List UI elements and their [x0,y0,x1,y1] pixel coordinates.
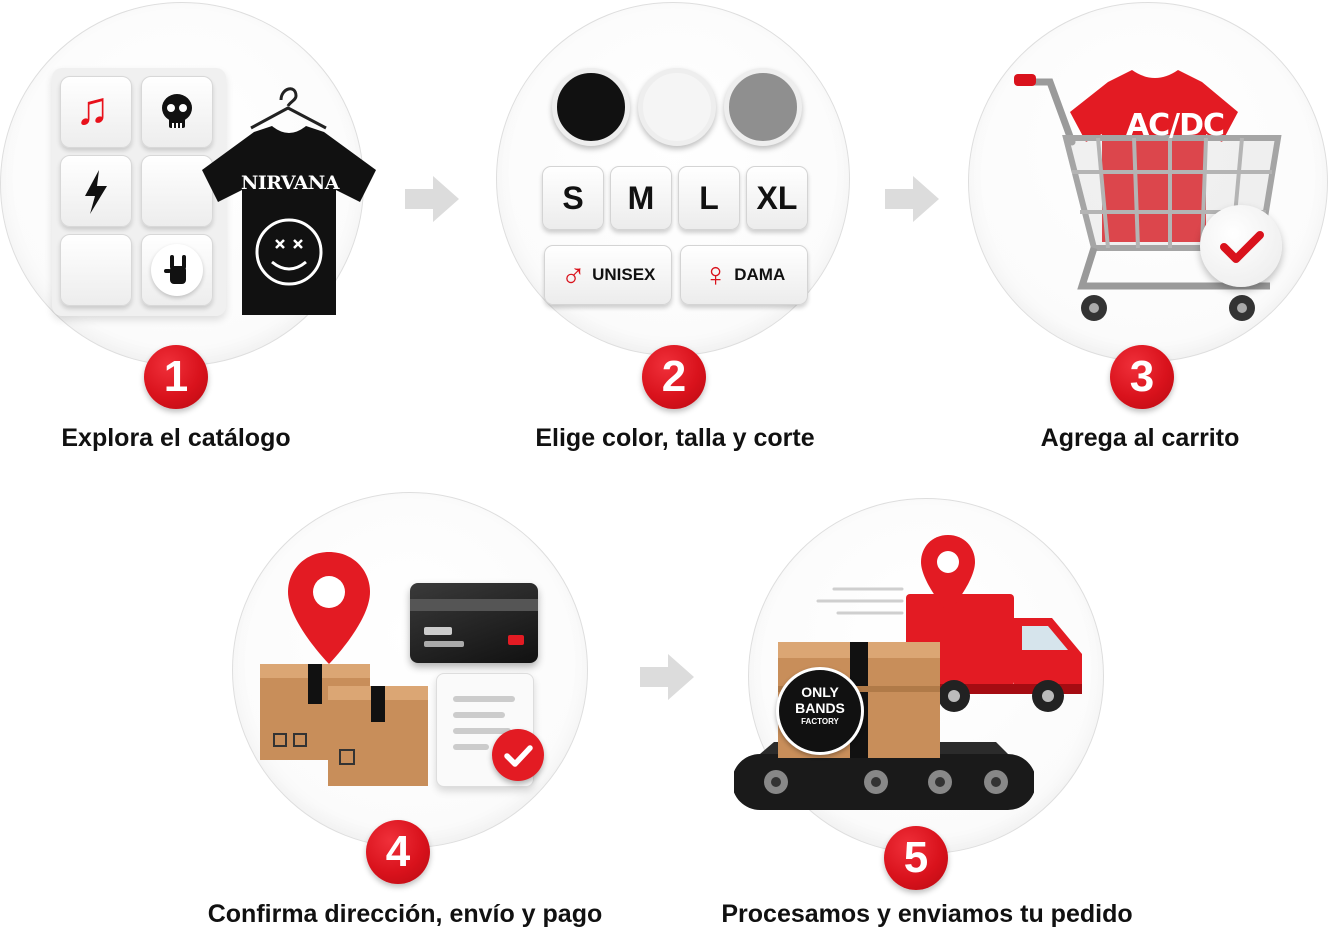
arrow-right-icon [640,654,694,700]
shopping-cart-illustration [1014,70,1282,321]
catalog-tile-music[interactable]: ♫ [60,76,132,148]
nirvana-tshirt-text: NIRVANA [241,172,340,194]
color-swatch-white[interactable] [638,68,716,146]
size-xl-button[interactable]: XL [746,166,808,230]
female-symbol-icon: ♀ [702,256,729,294]
step-4-title: Confirma dirección, envío y pago [207,900,603,928]
fit-dama-button[interactable]: ♀ DAMA [680,245,808,305]
arrow-right-icon [405,176,459,222]
step-2-title: Elige color, talla y corte [535,424,815,452]
catalog-tile-rock[interactable] [141,234,213,306]
music-note-icon: ♫ [75,82,110,134]
arrow-right-icon [885,176,939,222]
color-swatch-gray[interactable] [724,68,802,146]
catalog-grid: ♫ [52,68,226,316]
fit-unisex-label: UNISEX [592,265,656,284]
size-l-button[interactable]: L [678,166,740,230]
credit-card-icon [410,583,538,663]
speed-lines-icon [816,587,904,615]
step-4-badge: 4 [366,820,430,884]
only-bands-factory-logo: ONLY BANDS FACTORY [776,667,864,755]
step-1-badge: 1 [144,345,208,409]
catalog-tile-lightning[interactable] [60,155,132,227]
cardboard-boxes-illustration [260,664,428,786]
catalog-tile-skull[interactable] [141,76,213,148]
nirvana-tshirt-illustration [202,87,376,315]
step-3-badge: 3 [1110,345,1174,409]
location-pin-icon [288,552,370,664]
fit-dama-label: DAMA [734,265,786,284]
step-5-title: Procesamos y enviamos tu pedido [721,900,1133,928]
fit-unisex-button[interactable]: ♂ UNISEX [544,245,672,305]
check-badge-icon [1200,205,1282,287]
size-m-button[interactable]: M [610,166,672,230]
payment-check-icon [492,729,544,781]
step-3-title: Agrega al carrito [1040,424,1240,452]
color-swatch-black[interactable] [552,68,630,146]
rock-hand-icon [151,244,203,296]
catalog-tile-empty-2[interactable] [60,234,132,306]
size-s-button[interactable]: S [542,166,604,230]
male-symbol-icon: ♂ [560,256,587,294]
step-5-badge: 5 [884,826,948,890]
step-2-badge: 2 [642,345,706,409]
acdc-tshirt-text: AC/DC [1125,108,1225,143]
lightning-icon [85,170,107,214]
location-pin-icon [921,535,975,613]
step-1-title: Explora el catálogo [61,424,291,452]
skull-icon [162,94,192,128]
